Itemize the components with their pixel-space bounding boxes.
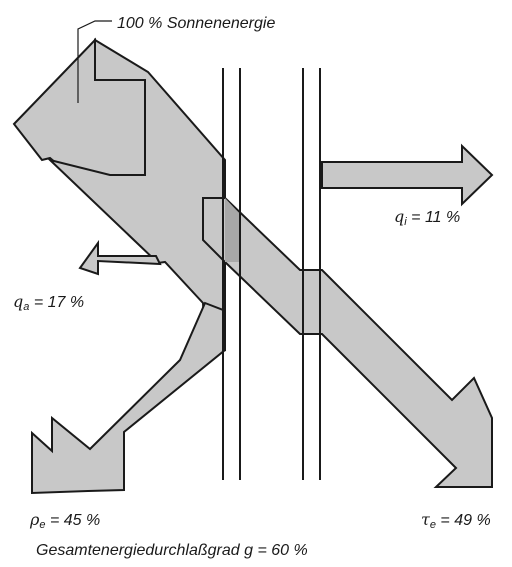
source-label: 100 % Sonnenenergie (117, 15, 276, 32)
total-energy-transmittance-label: Gesamtenergiedurchlaßgrad g = 60 % (36, 542, 308, 559)
qi-label: qi = 11 % (394, 207, 461, 228)
external-release-qa-arrow (78, 239, 162, 276)
tau-label: τe = 49 % (421, 510, 491, 531)
qa-label: qa = 17 % (13, 292, 85, 313)
transmitted-tau-arrow (202, 197, 493, 488)
internal-gain-qi-arrow (321, 143, 494, 207)
beam-overlap (225, 198, 240, 262)
rho-label: ρe = 45 % (30, 510, 101, 531)
source-leader-line (77, 20, 112, 103)
incoming-diagonal-band (46, 38, 226, 352)
reflected-rho-arrow (31, 301, 227, 495)
